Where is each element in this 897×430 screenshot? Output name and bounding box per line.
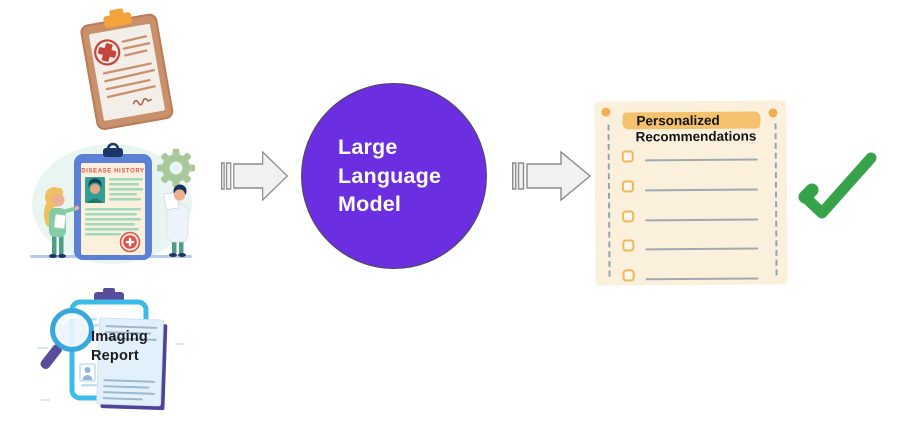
- blank-line: [645, 218, 759, 221]
- disease-history-illustration: DISEASE HISTORY: [16, 138, 206, 270]
- pin-dot-left: [601, 107, 611, 117]
- striped-right-arrow-1: [221, 150, 289, 202]
- checklist-row: [621, 179, 758, 193]
- checklist-row: [621, 150, 758, 163]
- title-highlight: Personalized: [621, 111, 762, 130]
- checklist-rows: [621, 150, 759, 299]
- medical-clipboard-illustration: [56, 6, 190, 140]
- woman-figure: [44, 187, 80, 258]
- blank-line: [644, 188, 758, 192]
- disease-history-title: DISEASE HISTORY: [81, 169, 144, 175]
- imaging-report-illustration: Imaging Report: [32, 288, 190, 418]
- checklist-row: [622, 209, 759, 223]
- recommendations-checklist: Personalized Recommendations: [594, 100, 788, 286]
- blank-line: [644, 158, 758, 162]
- checkbox-icon: [622, 210, 635, 223]
- checklist-row: [622, 268, 759, 282]
- medical-clipboard-icon: [80, 8, 174, 131]
- llm-node: Large Language Model: [301, 83, 487, 269]
- checkbox-icon: [622, 239, 635, 252]
- gear-icon: [157, 149, 195, 187]
- checklist-title-line1: Personalized: [636, 112, 720, 129]
- checklist-row: [622, 239, 759, 252]
- magnifier-icon: [40, 308, 94, 369]
- llm-label: Large Language Model: [338, 135, 442, 217]
- blank-line: [645, 277, 759, 281]
- blank-line: [645, 247, 759, 251]
- dashed-border-right: [774, 123, 778, 276]
- dashed-border-left: [607, 124, 611, 277]
- imaging-report-label: Imaging Report: [91, 329, 148, 364]
- striped-right-arrow-2: [512, 150, 592, 202]
- checkbox-icon: [621, 150, 634, 163]
- pin-dot-right: [768, 108, 778, 118]
- checklist-title-line2: Recommendations: [635, 128, 757, 145]
- imaging-report-icon: [37, 288, 185, 411]
- disease-history-icon: DISEASE HISTORY: [30, 142, 195, 264]
- checkbox-icon: [621, 180, 634, 193]
- green-checkmark-icon: [798, 151, 878, 233]
- doctor-figure: [163, 184, 189, 257]
- checkbox-icon: [622, 269, 635, 282]
